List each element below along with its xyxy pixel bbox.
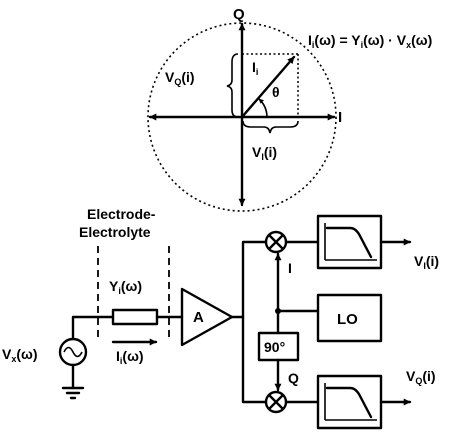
i-path-wire [241, 240, 268, 319]
amplifier-label: A [193, 309, 204, 326]
lo-block [316, 293, 383, 343]
i-axis-label: I [338, 109, 342, 126]
current-phasor-vector [240, 55, 296, 119]
vq-brace [226, 53, 239, 118]
phase-shifter-label: 90° [264, 339, 285, 355]
admittance-element [111, 308, 159, 326]
current-label: Ii(ω) [116, 348, 144, 366]
electrode-title-line1: Electrode- [87, 206, 156, 222]
amplifier [180, 287, 234, 347]
vq-output-label: VQ(i) [406, 368, 436, 386]
i-mixer [264, 230, 288, 254]
theta-label: θ [272, 84, 280, 100]
admittance-label: Yi(ω) [109, 278, 142, 296]
i-lowpass-filter [316, 214, 383, 270]
q-lowpass-filter [316, 374, 383, 430]
lo-label: LO [337, 311, 358, 328]
current-vector-label: Ii [252, 59, 258, 77]
sine-symbol [63, 346, 83, 358]
q-axis-label: Q [233, 6, 245, 23]
source-label: Vx(ω) [2, 346, 38, 364]
circuit: Electrode- Electrolyte Yi(ω) Vx(ω) Ii(ω)… [2, 206, 439, 430]
phasor-diagram: Q I θ Ii VQ(i) VI(i) Ii(ω) = Yi(ω) · Vx(… [147, 6, 432, 212]
theta-arc [258, 98, 268, 118]
source-wire [71, 315, 115, 341]
q-path-label: Q [288, 370, 299, 386]
phasor-equation: Ii(ω) = Yi(ω) · Vx(ω) [308, 32, 432, 50]
electrode-title-line2: Electrolyte [79, 224, 151, 240]
vi-label: VI(i) [252, 144, 277, 162]
vq-label: VQ(i) [165, 69, 195, 87]
q-mixer [264, 390, 288, 414]
q-path-wire [241, 315, 268, 404]
unit-circle [147, 22, 337, 212]
vi-brace [242, 120, 299, 134]
vi-output-label: VI(i) [414, 253, 439, 271]
i-path-label: I [288, 260, 292, 276]
